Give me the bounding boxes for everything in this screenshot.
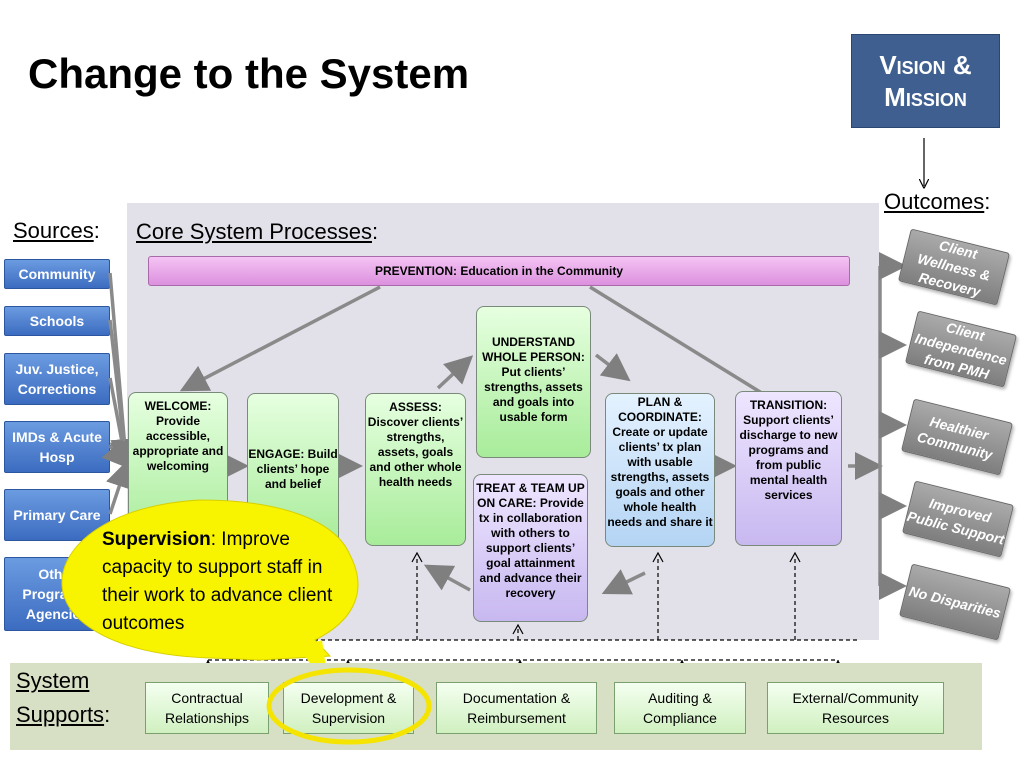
system-supports-line-2: Supports [16,702,105,727]
core-heading-label: Core System Processes [136,219,372,244]
supervision-label: Supervision [102,529,211,550]
system-supports-heading: System Supports: [16,668,111,727]
core-processes-heading: Core System Processes: [136,219,379,244]
system-supports-line-1: System [16,668,90,693]
source-primary-care: Primary Care [4,489,110,541]
process-understand-whole-person: UNDERSTAND WHOLE PERSON: Put clients’ st… [476,306,591,458]
process-transition: TRANSITION: Support clients’ discharge t… [735,391,842,546]
source-imds-acute-hosp: IMDs & Acute Hosp [4,421,110,473]
vision-line-1: Vision & [879,50,972,80]
outcomes-heading: Outcomes: [884,189,991,214]
process-treat-team-up: TREAT & TEAM UP ON CARE: Provide tx in c… [473,474,588,622]
outcomes-heading-label: Outcomes [884,189,985,214]
sources-heading-label: Sources [13,218,94,243]
support-contractual-relationships: Contractual Relationships [145,682,269,734]
page-title: Change to the System [28,50,470,97]
supervision-description: : Improve capacity to support staff in t… [102,529,333,634]
source-community: Community [4,259,110,289]
support-external-community-resources: External/Community Resources [767,682,944,734]
sources-heading: Sources: [13,218,100,243]
source-juvenile-justice: Juv. Justice, Corrections [4,353,110,405]
vision-line-2: Mission [884,82,967,112]
vision-mission-box: Vision & Mission [851,34,1000,128]
process-assess: ASSESS: Discover clients’ strengths, ass… [365,393,466,546]
support-documentation-reimbursement: Documentation & Reimbursement [436,682,597,734]
source-schools: Schools [4,306,110,336]
supervision-callout-text: Supervision: Improve capacity to support… [102,526,342,638]
support-development-supervision: Development & Supervision [283,682,414,734]
process-plan-coordinate: PLAN & COORDINATE: Create or update clie… [605,393,715,547]
support-auditing-compliance: Auditing & Compliance [614,682,746,734]
prevention-bar: PREVENTION: Education in the Community [148,256,850,286]
